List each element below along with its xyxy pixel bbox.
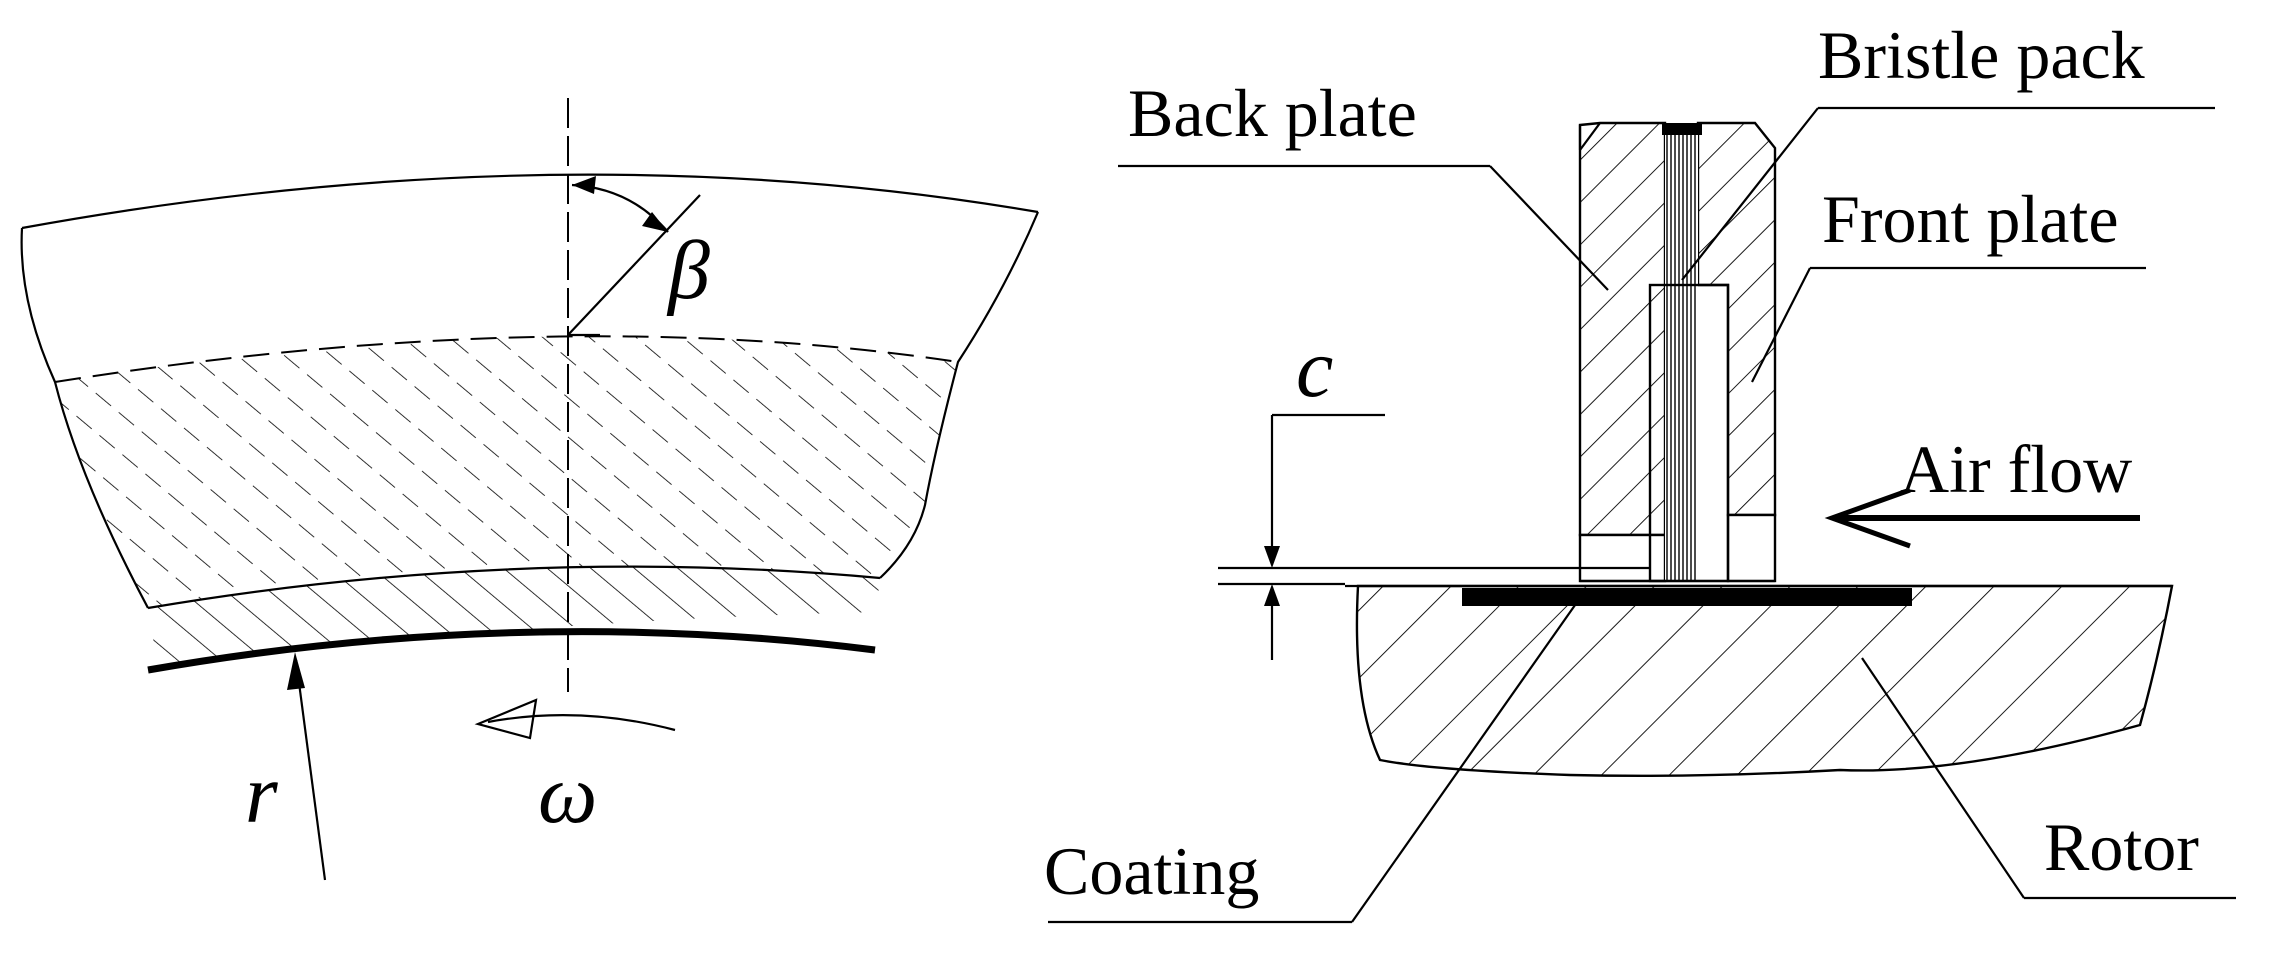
r-symbol: r	[245, 748, 278, 841]
front-plate-label: Front plate	[1822, 181, 2119, 257]
back-plate-label: Back plate	[1128, 75, 1417, 151]
beta-symbol: β	[666, 224, 710, 317]
cross-section-view: Back plate Bristle pack Front plate c Ai…	[1044, 17, 2236, 924]
coating-layer	[1462, 588, 1912, 606]
rotor-label: Rotor	[2044, 809, 2199, 885]
omega-symbol: ω	[538, 748, 597, 841]
segment-view: β r ω	[20, 98, 1040, 881]
air-flow-label: Air flow	[1900, 431, 2132, 507]
clearance-symbol: c	[1296, 322, 1333, 415]
bristle-pack-lines	[1662, 123, 1702, 582]
coating-label: Coating	[1044, 833, 1259, 909]
bristle-pack-label: Bristle pack	[1818, 17, 2145, 93]
